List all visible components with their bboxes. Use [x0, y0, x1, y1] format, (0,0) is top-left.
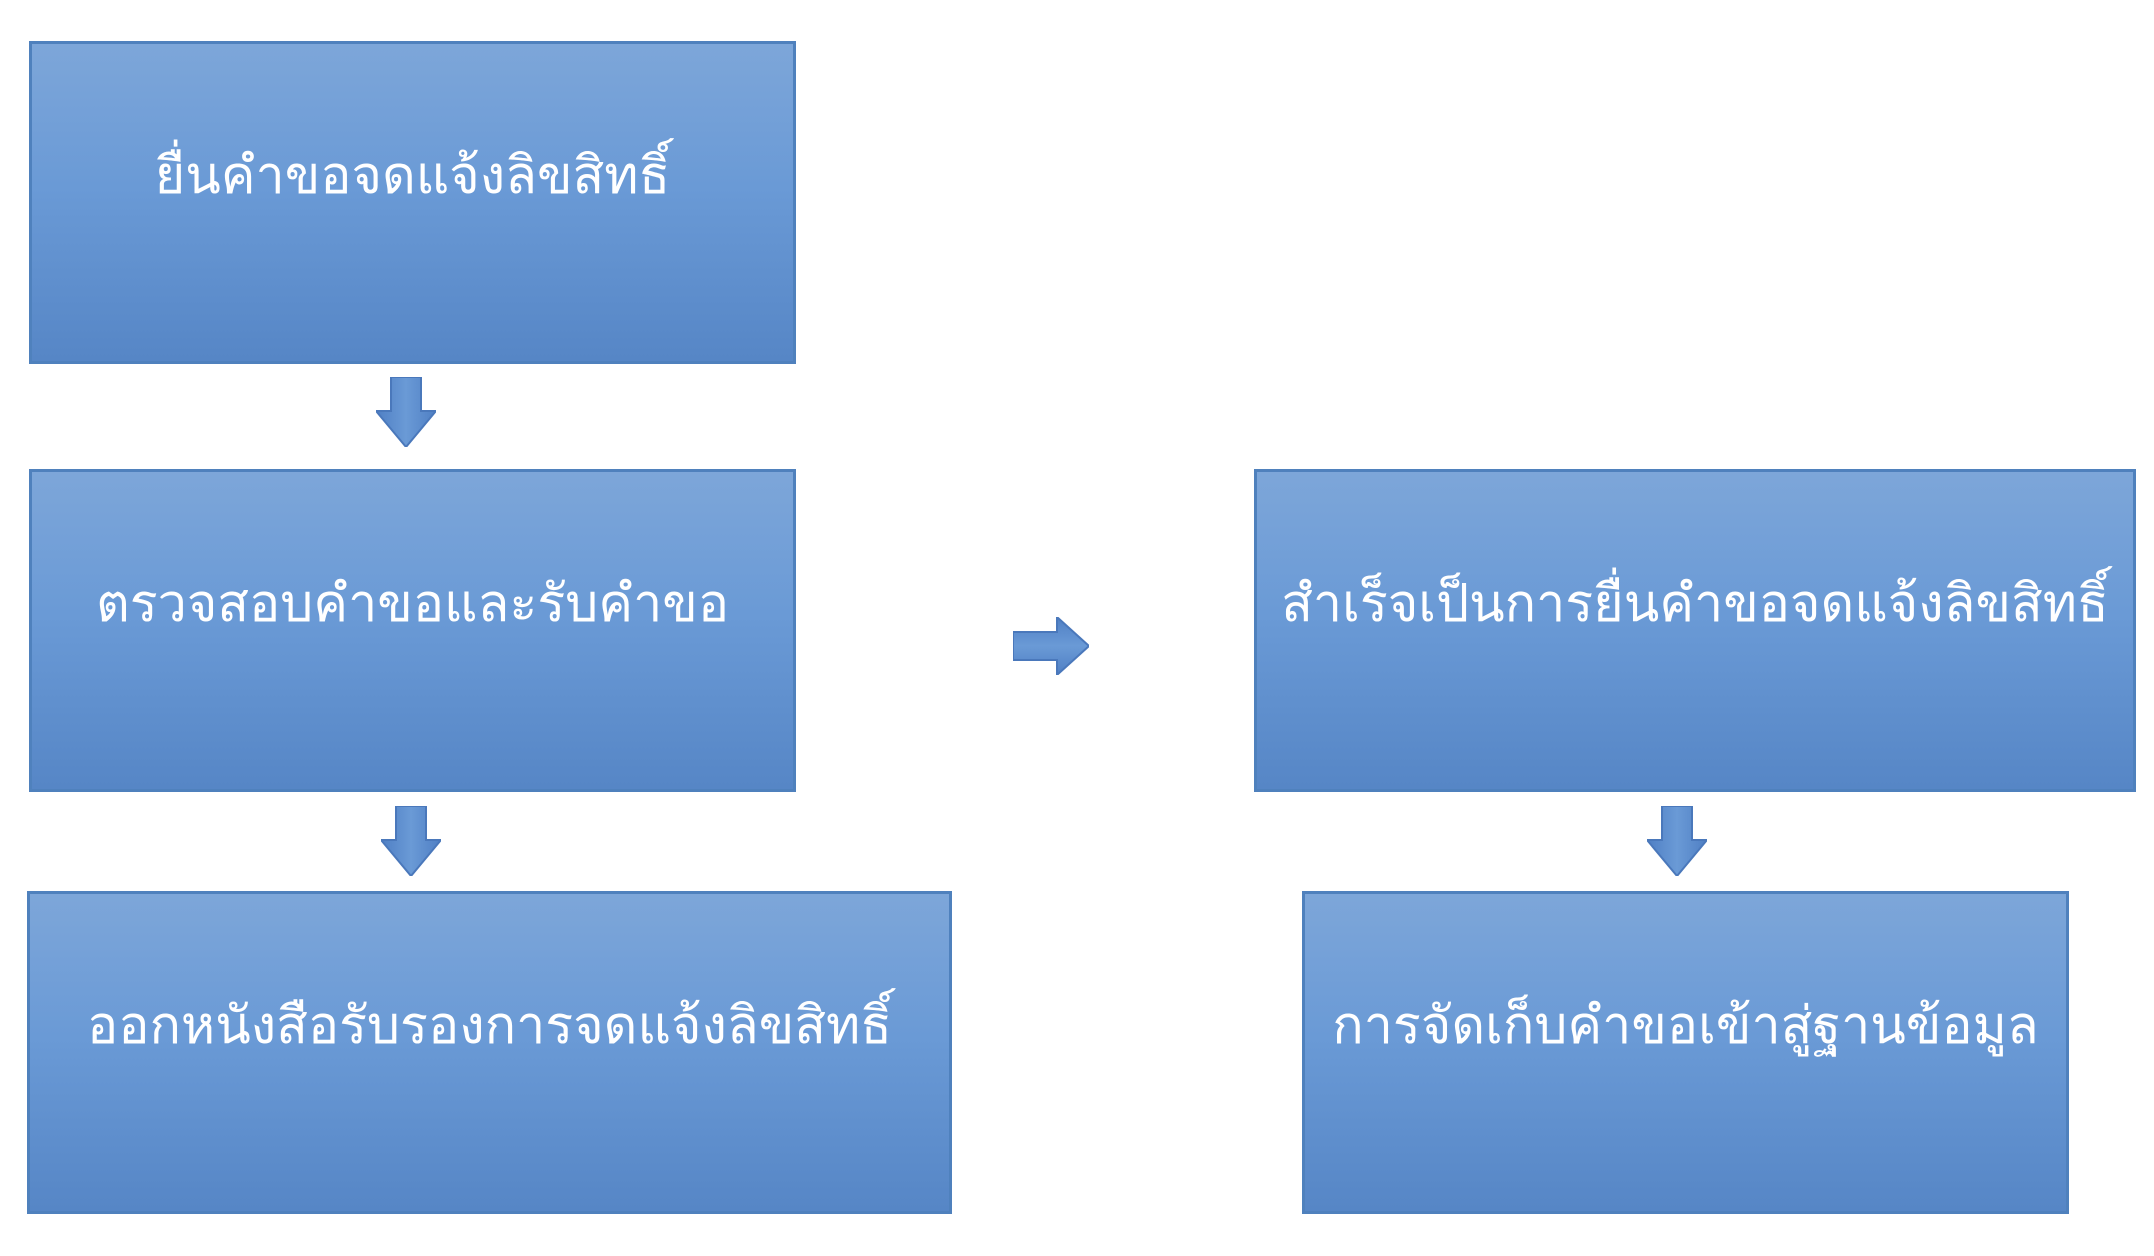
down-arrow-icon: [376, 377, 436, 447]
step-label-submission-complete: สำเร็จเป็นการยื่นคำขอจดแจ้งลิขสิทธิ์: [1281, 574, 2109, 635]
down-arrow-icon: [381, 806, 441, 876]
step-label-check-and-receive: ตรวจสอบคำขอและรับคำขอ: [95, 574, 730, 635]
step-label-store-in-database: การจัดเก็บคำขอเข้าสู่ฐานข้อมูล: [1332, 996, 2039, 1057]
step-box-issue-certificate: ออกหนังสือรับรองการจดแจ้งลิขสิทธิ์: [27, 891, 952, 1214]
step-label-submit-request: ยื่นคำขอจดแจ้งลิขสิทธิ์: [154, 146, 671, 207]
down-arrow-icon: [1647, 806, 1707, 876]
right-arrow-icon: [1013, 617, 1089, 675]
step-box-submit-request: ยื่นคำขอจดแจ้งลิขสิทธิ์: [29, 41, 796, 364]
step-label-issue-certificate: ออกหนังสือรับรองการจดแจ้งลิขสิทธิ์: [86, 996, 892, 1057]
step-box-store-in-database: การจัดเก็บคำขอเข้าสู่ฐานข้อมูล: [1302, 891, 2069, 1214]
step-box-submission-complete: สำเร็จเป็นการยื่นคำขอจดแจ้งลิขสิทธิ์: [1254, 469, 2136, 792]
step-box-check-and-receive: ตรวจสอบคำขอและรับคำขอ: [29, 469, 796, 792]
